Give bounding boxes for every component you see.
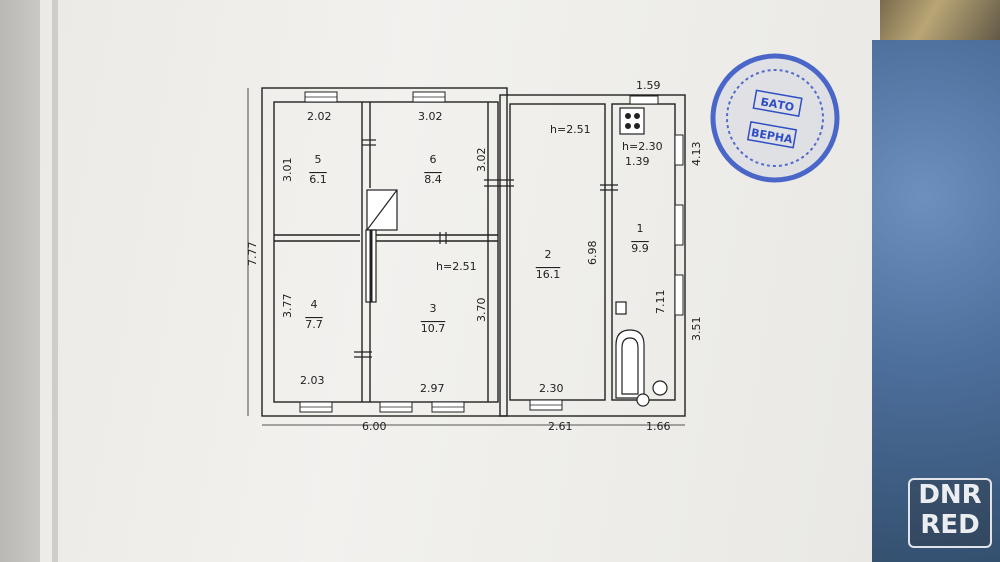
dim-right-lower: 3.51 — [690, 317, 703, 342]
room3-area: 10.7 — [421, 322, 446, 335]
room2-area: 16.1 — [536, 268, 561, 281]
watermark-line1: DNR — [918, 480, 982, 510]
dim-room2-height: 6.98 — [586, 241, 599, 266]
door-marks — [354, 139, 618, 358]
dim-bottom-mid-room: 2.97 — [420, 382, 445, 395]
stove-icon — [365, 189, 398, 303]
room2-number: 2 — [545, 248, 552, 261]
room6-number: 6 — [430, 153, 437, 166]
window-lines — [300, 96, 562, 408]
dim-room3-height: 3.70 — [475, 298, 488, 323]
dim-left-height-total: 7.77 — [246, 242, 259, 267]
room3-number: 3 — [430, 302, 437, 315]
page-fold — [52, 0, 58, 562]
dim-top-right-width: 1.59 — [636, 79, 661, 92]
dim-top-left-room: 2.02 — [307, 110, 332, 123]
dim-bottom-total-right: 1.66 — [646, 420, 671, 433]
cooktop-icon — [619, 107, 645, 135]
room4-area: 7.7 — [305, 318, 323, 331]
bathtub-icon — [615, 301, 668, 407]
dim-right-upper: 4.13 — [690, 142, 703, 167]
room1-number: 1 — [637, 222, 644, 235]
dim-room1-height: 7.11 — [654, 290, 667, 315]
dim-room5-height: 3.01 — [281, 158, 294, 183]
watermark-line2: RED — [920, 510, 980, 540]
dim-kitchen-width: 1.39 — [625, 155, 650, 168]
height-room2: h=2.51 — [550, 123, 591, 136]
stamp-seal: БАТО ВЕРНА — [710, 53, 840, 183]
dim-top-mid-room: 3.02 — [418, 110, 443, 123]
watermark-logo: DNR RED — [908, 478, 992, 548]
room5-number: 5 — [315, 153, 322, 166]
room4-number: 4 — [311, 298, 318, 311]
paper-sheet — [40, 0, 890, 562]
dim-room6-height: 3.02 — [475, 148, 488, 173]
room-labels: 5 6.1 6 8.4 4 7.7 3 10.7 2 16.1 1 9.9 — [305, 153, 649, 335]
dimension-labels: 2.02 3.02 1.59 1.39 2.03 2.97 2.30 6.00 … — [246, 79, 703, 433]
height-room3: h=2.51 — [436, 260, 477, 273]
dim-room4-height: 3.77 — [281, 294, 294, 319]
height-room1: h=2.30 — [622, 140, 663, 153]
dim-bottom-total-left: 6.00 — [362, 420, 387, 433]
towel-background — [872, 40, 1000, 562]
dim-bottom-total-mid: 2.61 — [548, 420, 573, 433]
stamp-line1: БАТО — [760, 95, 796, 114]
dimension-lines — [247, 88, 685, 426]
dim-bottom-left-room: 2.03 — [300, 374, 325, 387]
dim-bottom-room2: 2.30 — [539, 382, 564, 395]
room1-area: 9.9 — [631, 242, 649, 255]
ceiling-heights: h=2.51 h=2.30 h=2.51 — [436, 123, 663, 273]
room6-area: 8.4 — [424, 173, 442, 186]
room5-area: 6.1 — [309, 173, 327, 186]
